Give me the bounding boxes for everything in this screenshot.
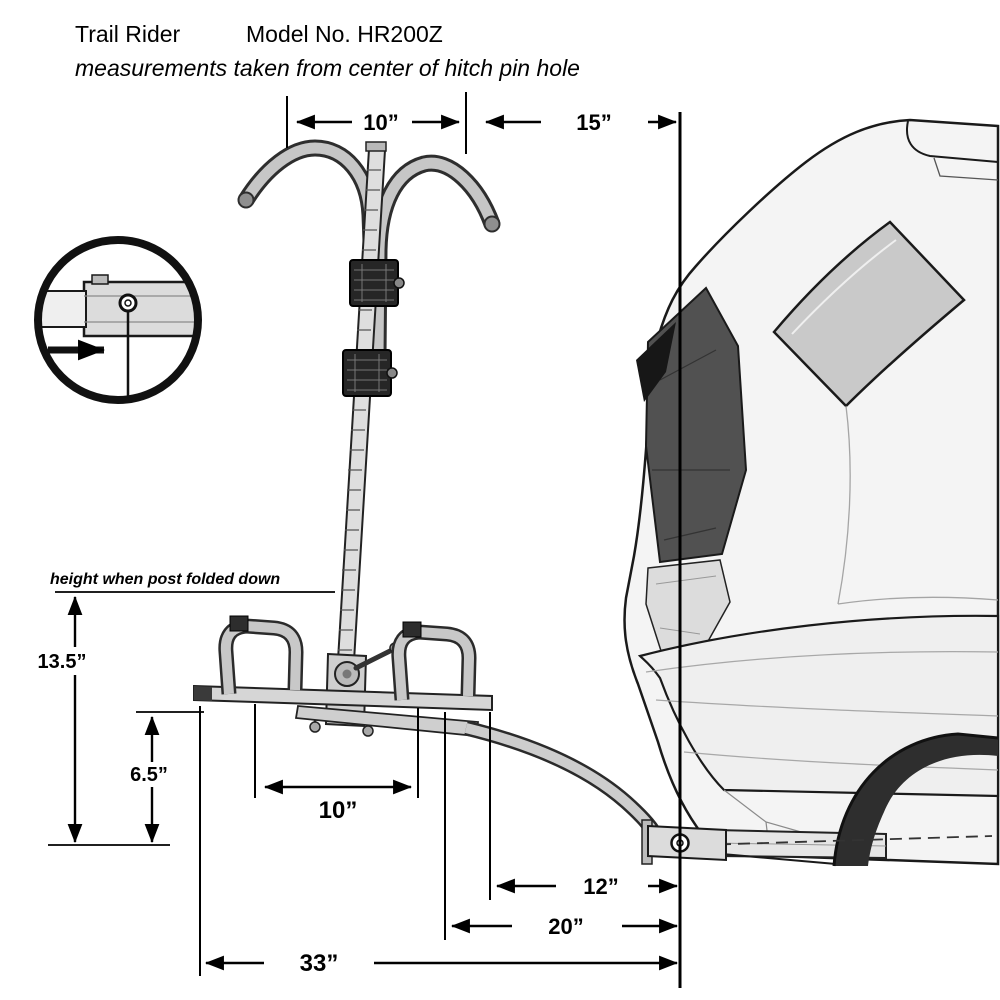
swing-arm-outline [464, 720, 666, 845]
rocker-edge-line [721, 853, 837, 865]
swing-arm-tube [464, 723, 664, 844]
right-hook-tip [483, 215, 501, 233]
left-cradle-tube [220, 620, 302, 695]
rack-bar-detail [38, 290, 87, 328]
left-wheel-cradle [218, 615, 304, 695]
pillar-facet-lines [652, 349, 730, 541]
lower-clamp-body [342, 349, 392, 397]
subtitle: measurements taken from center of hitch … [75, 55, 580, 81]
lower-clamp-texture [347, 354, 387, 392]
vehicle-rear [623, 118, 1000, 866]
right-frame-hook [369, 154, 501, 357]
pillar-edge-wedge [636, 322, 676, 402]
bike-rack [193, 139, 727, 865]
left-frame-hook [237, 139, 381, 269]
dim-tray-end-to-pin-label: 12” [583, 874, 618, 899]
right-cradle-tube [393, 626, 475, 701]
hitch-pin-detail-inset [34, 236, 202, 404]
roof-facet-line [933, 157, 999, 181]
tray-bolt-right [362, 725, 374, 737]
window-reflection-line [791, 239, 897, 335]
dim-label-mask [28, 647, 98, 675]
rack-mast [336, 147, 387, 663]
upper-hook-clamp [349, 259, 405, 307]
tube-latch-detail [91, 274, 109, 285]
dim-hook-spacing-label: 10” [363, 110, 398, 135]
mast-top-cap [365, 141, 387, 152]
tail-pillar-panel [644, 286, 748, 564]
dim-folded-height-label: 13.5” [38, 651, 87, 673]
left-hook-tip [237, 191, 255, 209]
model-number: Model No. HR200Z [246, 21, 443, 47]
vehicle-lower-edge [721, 732, 999, 867]
left-cradle-buckle [229, 615, 249, 632]
right-hook-tube [372, 157, 498, 357]
release-lever [353, 647, 395, 671]
right-cradle-buckle [402, 621, 422, 638]
pivot-knob-center [342, 669, 352, 679]
upper-clamp-body [349, 259, 399, 307]
dim-hook-to-pin-label: 15” [576, 110, 611, 135]
upper-clamp-knob [393, 277, 405, 289]
dim-cradle-spacing-label: 10” [319, 797, 358, 824]
wheel-arch-shadow [834, 734, 998, 866]
lower-clamp-knob [386, 367, 398, 379]
dim-ground-clearance-label: 6.5” [130, 764, 168, 786]
folded-height-note: height when post folded down [50, 571, 280, 588]
wheel-arch-outline [832, 732, 999, 867]
hitch-axis-dashed-line [699, 835, 993, 846]
dim-overall-label: 33” [300, 950, 339, 977]
bumper-crease-lines [645, 651, 999, 771]
receiver-tube-detail [82, 280, 198, 338]
hitch-pin-detail [124, 299, 132, 307]
support-bar [294, 705, 480, 737]
inset-circle-border [34, 236, 202, 404]
dim-label-mask [119, 762, 179, 787]
right-wheel-cradle [391, 621, 477, 701]
upper-clamp-texture [354, 264, 394, 302]
roof-spoiler-line [906, 120, 999, 163]
tray-bolt-left [309, 721, 321, 733]
tray-end-cap [194, 686, 212, 701]
inset-content [38, 274, 198, 400]
dim-cradle-to-pin-label: 20” [548, 914, 583, 939]
lower-hook-clamp [342, 349, 398, 397]
dimensions: 10” 15” height when post folded down 13.… [28, 92, 682, 988]
liftgate-facet-lines [837, 405, 999, 605]
product-name: Trail Rider [75, 21, 181, 47]
rear-quarter-window [772, 220, 966, 408]
